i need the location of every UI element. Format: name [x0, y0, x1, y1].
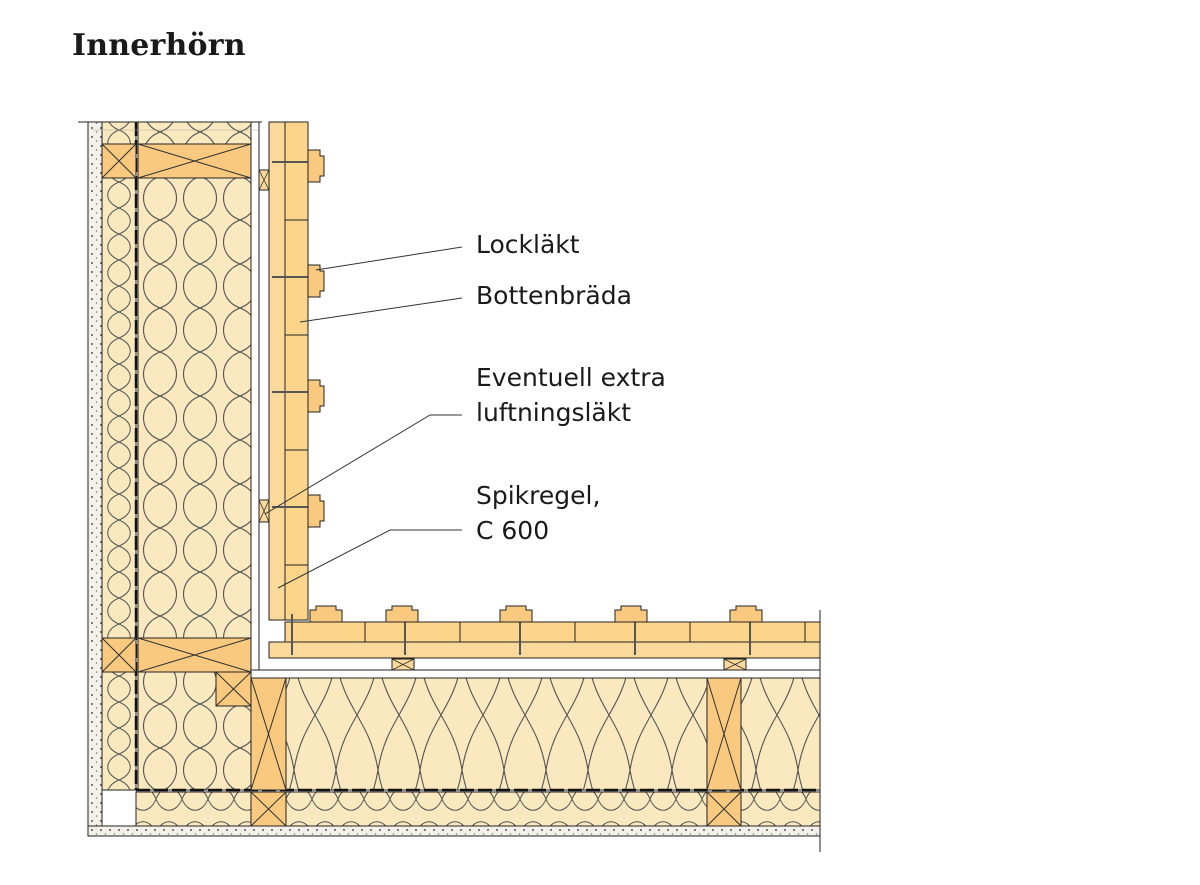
bottom-wall-inner-insulation: [135, 791, 821, 827]
left-wall: [78, 121, 262, 835]
bottom-wall-gypsum: [87, 825, 821, 837]
left-wall-gypsum: [87, 121, 103, 835]
bottom-wall: [87, 605, 821, 852]
left-bottenbrada: [284, 121, 309, 621]
label-eventuell-line2: luftningsläkt: [476, 398, 632, 427]
left-wall-inner-insulation: [101, 121, 137, 791]
left-cladding: [268, 121, 325, 621]
left-spikregel: [268, 121, 286, 621]
label-bottenbrada: Bottenbräda: [476, 281, 632, 310]
leader-locklakt: [315, 246, 463, 271]
left-wall-wind-barrier: [250, 121, 260, 671]
bottom-spikregel: [268, 641, 821, 659]
left-vent-battens: [258, 169, 270, 523]
label-spikregel-line1: Spikregel,: [476, 481, 601, 510]
leader-lines: [264, 246, 463, 589]
leader-spikregel: [277, 529, 462, 589]
label-eventuell-line1: Eventuell extra: [476, 363, 666, 392]
label-locklakt: Lockläkt: [476, 230, 580, 259]
page-title: Innerhörn: [72, 28, 246, 63]
leader-eventuell: [264, 414, 462, 515]
label-spikregel-line2: C 600: [476, 516, 550, 545]
bottom-wall-wind-barrier: [250, 669, 821, 679]
leader-bottenbrada: [299, 297, 463, 323]
